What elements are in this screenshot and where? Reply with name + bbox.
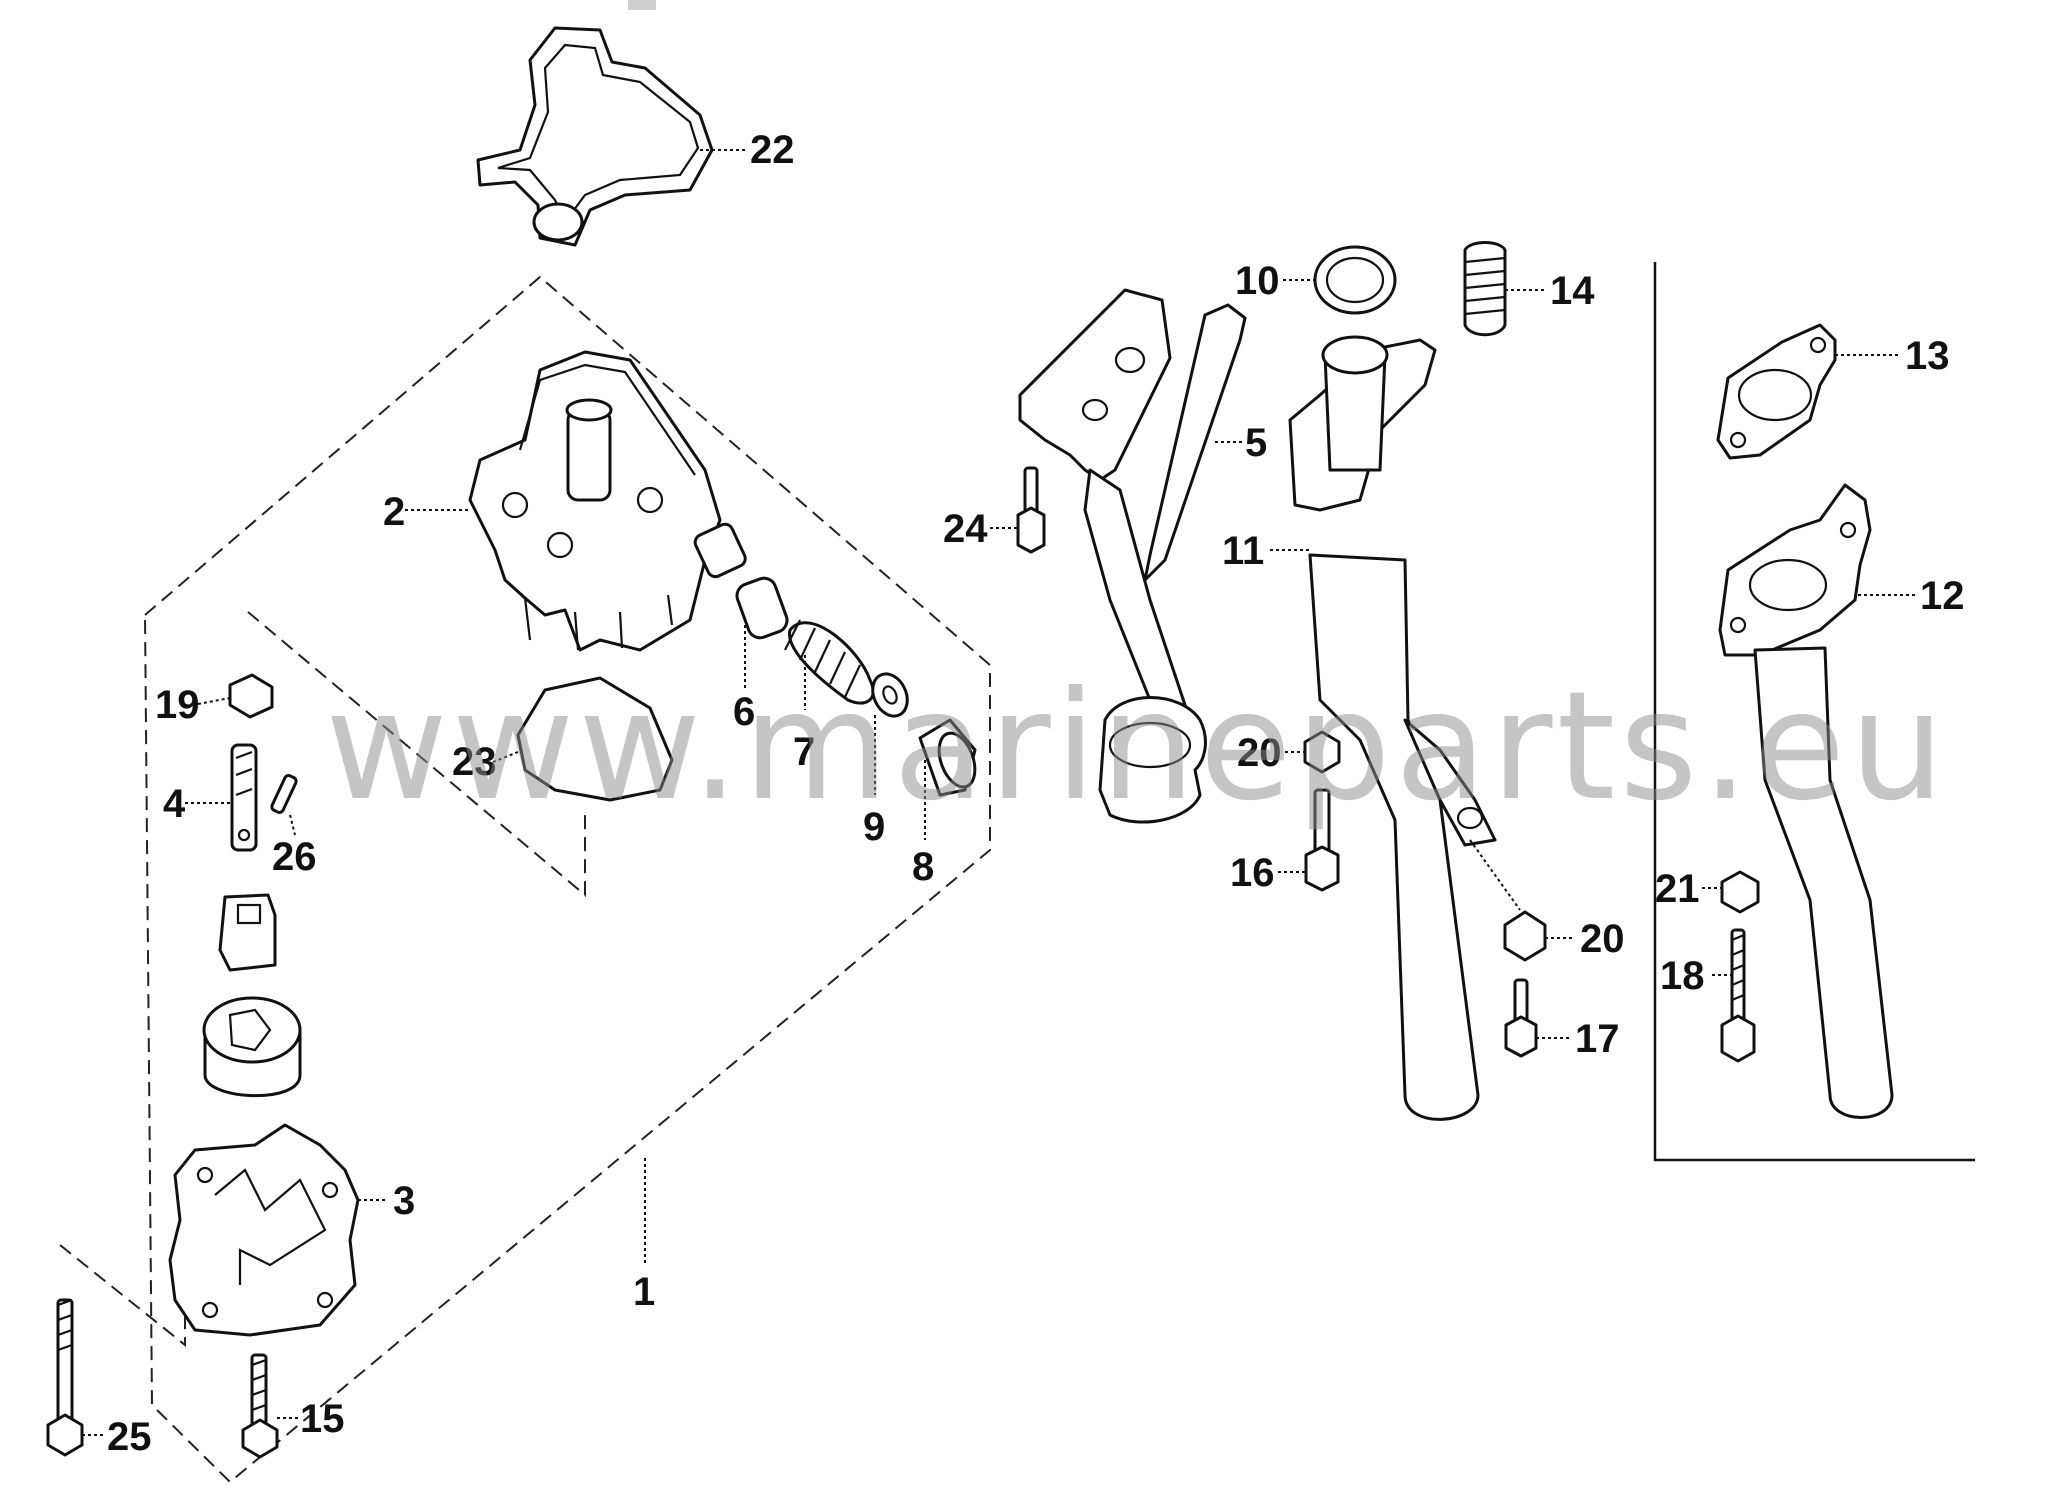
bolt-17 <box>1504 978 1538 1058</box>
label-22: 22 <box>750 128 795 172</box>
label-23: 23 <box>452 740 497 784</box>
label-12: 12 <box>1920 574 1965 618</box>
relief-valve-6 <box>735 576 789 640</box>
pump-housing-2 <box>468 350 747 652</box>
washer-9 <box>871 672 909 718</box>
top-edge-tab <box>628 0 656 10</box>
label-9: 9 <box>863 805 885 849</box>
bolt-25-bracket <box>59 1244 186 1348</box>
label-25: 25 <box>107 1415 152 1459</box>
label-20-upper: 20 <box>1237 731 1282 775</box>
inner-rotor <box>218 893 277 972</box>
label-2: 2 <box>383 490 405 534</box>
gasket-23 <box>516 676 674 802</box>
o-ring-10 <box>1313 245 1397 315</box>
nut-21 <box>1720 870 1760 914</box>
gasket-22 <box>476 26 714 247</box>
watermark: www.marineparts.eu <box>325 660 1949 834</box>
oil-strainer-5 <box>1018 288 1247 824</box>
assembly-1-inner-line <box>247 611 586 898</box>
kit-frame-right <box>1653 262 1975 1162</box>
leader-26 <box>289 814 296 836</box>
label-18: 18 <box>1660 954 1705 998</box>
spring-14 <box>1463 241 1507 337</box>
label-10: 10 <box>1235 259 1280 303</box>
label-6: 6 <box>733 690 755 734</box>
label-3: 3 <box>393 1179 415 1223</box>
label-11: 11 <box>1222 529 1264 573</box>
label-17: 17 <box>1575 1017 1620 1061</box>
bolt-15 <box>241 1353 279 1459</box>
drive-shaft-4 <box>230 743 258 852</box>
oil-pipe-12 <box>1718 483 1894 1119</box>
label-16: 16 <box>1230 851 1275 895</box>
bolt-25 <box>46 1298 84 1457</box>
outer-rotor <box>202 996 302 1098</box>
label-7: 7 <box>793 730 815 774</box>
assembly-1-boundary <box>143 275 991 1484</box>
label-24: 24 <box>943 507 988 551</box>
label-21: 21 <box>1655 867 1700 911</box>
bolt-16 <box>1304 788 1340 892</box>
label-20-lower: 20 <box>1580 917 1625 961</box>
label-19: 19 <box>155 683 200 727</box>
leader-20-lower <box>1469 839 1575 939</box>
nut-20-lower <box>1503 910 1547 962</box>
label-26: 26 <box>272 835 317 879</box>
pump-cover-3 <box>168 1123 360 1337</box>
label-14: 14 <box>1550 269 1595 313</box>
label-4: 4 <box>163 782 186 826</box>
nut-20-upper <box>1303 730 1341 774</box>
label-1: 1 <box>633 1270 655 1314</box>
leader-19 <box>197 697 231 705</box>
label-15: 15 <box>300 1397 345 1441</box>
label-13: 13 <box>1905 334 1950 378</box>
pin-26 <box>270 774 298 814</box>
nut-19 <box>228 673 274 719</box>
label-8: 8 <box>912 845 934 889</box>
oil-pipe-11 <box>1288 335 1497 1121</box>
leader-23 <box>492 751 519 763</box>
bolt-24 <box>1016 466 1046 554</box>
plug-bolt-8 <box>918 718 977 797</box>
bolt-18 <box>1720 928 1756 1063</box>
label-5: 5 <box>1245 421 1267 465</box>
gasket-13 <box>1716 323 1837 460</box>
